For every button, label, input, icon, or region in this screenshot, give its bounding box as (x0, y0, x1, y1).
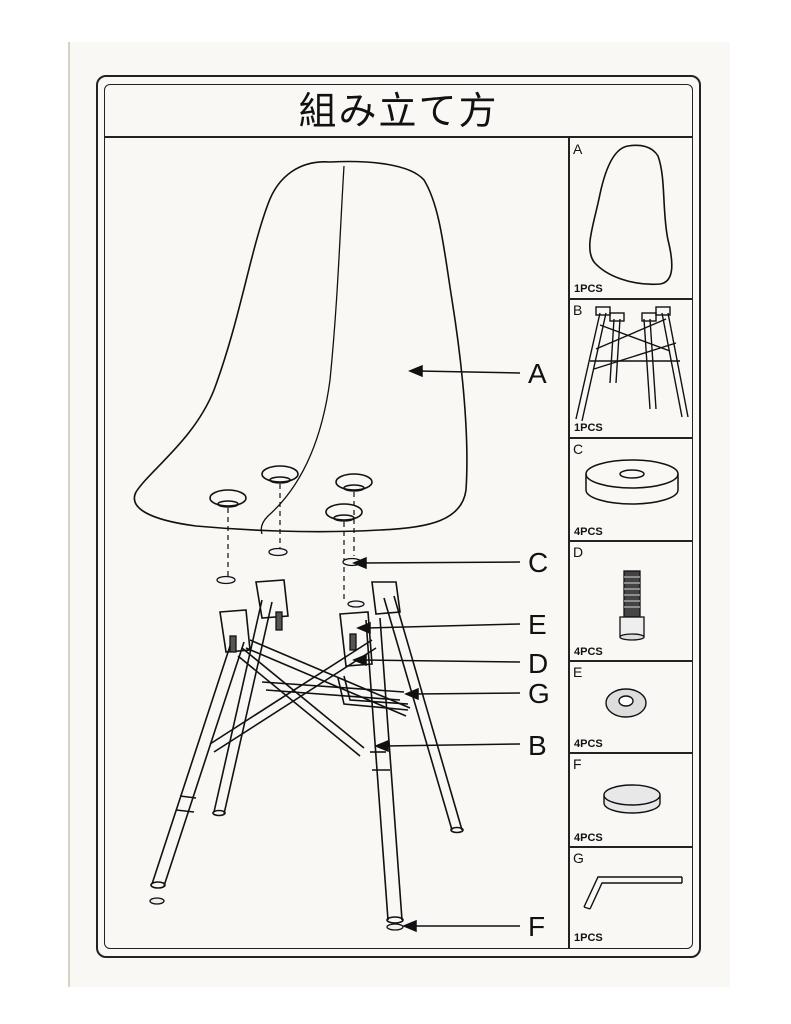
part-e-qty: 4PCS (574, 738, 603, 750)
parts-column-divider (568, 136, 570, 949)
title-divider (104, 136, 693, 138)
part-divider (568, 752, 693, 754)
seat-seam (260, 165, 345, 535)
part-divider (568, 298, 693, 300)
outer-frame (96, 75, 701, 958)
part-c-letter: C (573, 441, 584, 457)
seat-shell-icon (588, 144, 673, 286)
part-g-letter: G (573, 850, 584, 866)
callout-e: E (528, 609, 547, 640)
part-divider (568, 846, 693, 848)
pad-icon (585, 459, 679, 505)
washer-icon (605, 688, 647, 718)
part-g-qty: 1PCS (574, 932, 603, 944)
page-title: 組み立て方 (298, 89, 499, 133)
part-b-qty: 1PCS (574, 422, 603, 434)
foot-cap-icon (603, 784, 661, 814)
screw-icon (619, 570, 645, 641)
part-a-letter: A (573, 141, 583, 157)
part-b-letter: B (573, 302, 583, 318)
inner-frame (104, 84, 693, 949)
part-f-qty: 4PCS (574, 832, 603, 844)
seat-shell (133, 160, 468, 533)
part-divider (568, 437, 693, 439)
callout-d: D (528, 648, 549, 679)
callout-a: A (528, 358, 547, 389)
part-a-qty: 1PCS (574, 283, 603, 295)
leg-frame-icon (575, 306, 689, 422)
part-f-letter: F (573, 756, 582, 772)
part-divider (568, 540, 693, 542)
part-divider (568, 660, 693, 662)
paper-sheet (70, 42, 730, 987)
part-d-letter: D (573, 544, 584, 560)
callout-b: B (528, 730, 547, 761)
part-c-qty: 4PCS (574, 526, 603, 538)
part-e-letter: E (573, 664, 583, 680)
callout-f: F (528, 911, 546, 942)
hex-key-icon (583, 876, 683, 910)
part-d-qty: 4PCS (574, 646, 603, 658)
callout-g: G (528, 678, 550, 709)
callout-c: C (528, 547, 549, 578)
